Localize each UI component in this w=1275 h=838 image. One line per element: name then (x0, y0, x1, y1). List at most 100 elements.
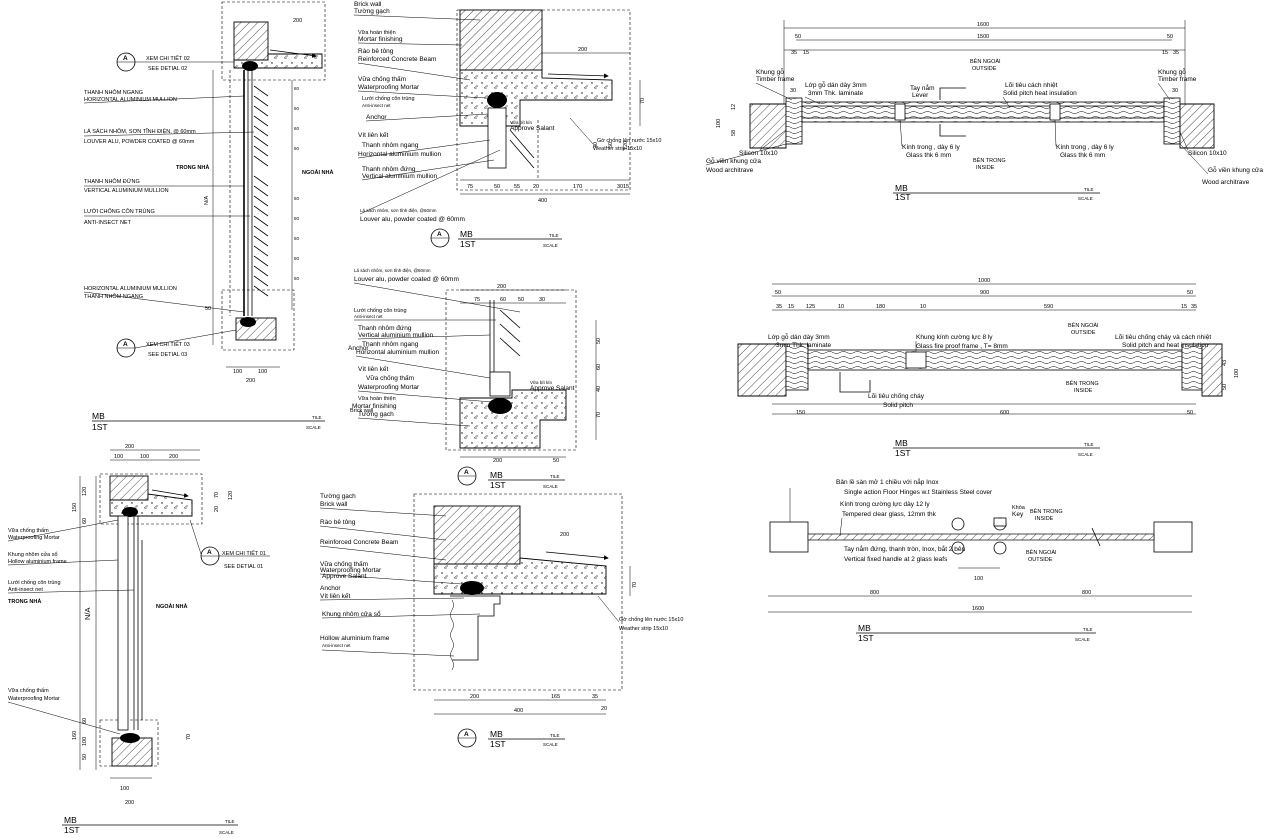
svg-text:35: 35 (776, 304, 782, 310)
plan-door-1000: 1000 50 900 50 35 15 125 10 180 10 590 1… (737, 278, 1240, 458)
svg-text:SCALE: SCALE (1078, 452, 1093, 457)
svg-text:TRONG NHÀ: TRONG NHÀ (8, 598, 41, 605)
svg-text:Bản lề sàn mở 1 chiều với nắp: Bản lề sàn mở 1 chiều với nắp Inox (836, 477, 939, 486)
svg-text:1600: 1600 (977, 22, 989, 28)
svg-text:Vữa bít kín: Vữa bít kín (530, 380, 553, 385)
svg-text:Approve Salant: Approve Salant (530, 385, 575, 392)
svg-text:Lõi tiêu chống cháy và cách nh: Lõi tiêu chống cháy và cách nhiệt (1115, 332, 1211, 341)
svg-text:Rào bê tông: Rào bê tông (320, 519, 356, 526)
svg-text:Lõi tiêu chống cháy: Lõi tiêu chống cháy (868, 391, 925, 400)
svg-text:Anti-insect net: Anti-insect net (354, 314, 383, 319)
plan-top-labels: BÊN NGOÀI OUTSIDE Khung gỗ Timber frame … (705, 57, 1263, 186)
svg-text:INSIDE: INSIDE (1035, 516, 1054, 522)
svg-text:150: 150 (72, 503, 78, 512)
svg-text:120: 120 (623, 141, 629, 150)
svg-text:A: A (207, 549, 212, 556)
svg-text:58: 58 (731, 130, 737, 136)
svg-text:SEE DETIAL 03: SEE DETIAL 03 (148, 352, 187, 358)
svg-text:Vữa hoàn thiện: Vữa hoàn thiện (358, 396, 396, 402)
svg-text:30: 30 (593, 142, 599, 148)
svg-text:Lưới chống côn trùng: Lưới chống côn trùng (354, 308, 407, 314)
title-block-plan-mid: MB 1ST TILE SCALE (893, 438, 1100, 458)
svg-text:Waterproofing Mortar: Waterproofing Mortar (358, 84, 420, 91)
callout-detail-01[interactable]: A XEM CHI TIẾT 01 SEE DETIAL 01 (189, 519, 270, 570)
svg-text:50: 50 (1187, 410, 1193, 416)
svg-text:20: 20 (214, 506, 220, 512)
title-block-plan-bot: MB 1ST TILE SCALE (856, 623, 1096, 643)
svg-text:TILE: TILE (1084, 442, 1094, 447)
plan-bot-labels: Bản lề sàn mở 1 chiều với nắp Inox Singl… (789, 477, 1063, 563)
svg-text:SEE DETIAL 02: SEE DETIAL 02 (148, 66, 187, 72)
svg-text:50: 50 (1222, 384, 1228, 390)
svg-text:Vertical fixed handle at 2 gla: Vertical fixed handle at 2 glass leafs (844, 556, 948, 563)
svg-text:OUTSIDE: OUTSIDE (972, 66, 997, 72)
svg-text:1ST: 1ST (92, 422, 108, 432)
svg-text:BÊN NGOÀI: BÊN NGOÀI (1026, 548, 1057, 556)
svg-text:Vertical aluminium mullion: Vertical aluminium mullion (358, 332, 434, 339)
svg-text:Khung kính cường lực 8 ly: Khung kính cường lực 8 ly (916, 334, 993, 341)
svg-text:3mm Thk. laminate: 3mm Thk. laminate (776, 342, 832, 349)
svg-text:1ST: 1ST (858, 633, 874, 643)
svg-text:Thanh nhôm ngang: Thanh nhôm ngang (362, 142, 419, 149)
svg-text:VERTICAL ALUMINIUM MULLION: VERTICAL ALUMINIUM MULLION (84, 188, 169, 194)
svg-text:60: 60 (294, 146, 300, 151)
svg-text:OUTSIDE: OUTSIDE (1071, 330, 1096, 336)
svg-text:BÊN TRONG: BÊN TRONG (1066, 379, 1099, 387)
svg-text:TILE: TILE (550, 733, 560, 738)
svg-text:Louver alu, powder coated @ 60: Louver alu, powder coated @ 60mm (354, 276, 459, 283)
svg-text:BÊN NGOÀI: BÊN NGOÀI (1068, 321, 1099, 329)
svg-text:1000: 1000 (978, 278, 990, 284)
svg-text:15: 15 (1181, 304, 1187, 310)
svg-text:400: 400 (538, 198, 547, 204)
elev-dim-na: N/A (204, 196, 210, 206)
detail-sill-louver: 200 75 60 50 30 50 60 40 70 200 50 Lá sá… (348, 268, 602, 490)
svg-text:SCALE: SCALE (543, 742, 558, 747)
svg-text:MB: MB (490, 470, 503, 480)
svg-text:HORIZONTAL ALUMINIUM MULLION: HORIZONTAL ALUMINIUM MULLION (84, 97, 177, 103)
svg-text:Waterproofing Mortar: Waterproofing Mortar (320, 567, 382, 574)
svg-text:160: 160 (72, 731, 78, 740)
svg-text:Timber frame: Timber frame (756, 76, 795, 83)
svg-text:A: A (123, 341, 128, 348)
svg-text:Tempered clear glass, 12mm thk: Tempered clear glass, 12mm thk (842, 511, 937, 518)
svg-text:Lever: Lever (912, 92, 929, 99)
detail-bot-labels: Tường gạch Brick wall Rào bê tông Reinfo… (319, 493, 683, 657)
svg-text:Vữa chống thấm: Vữa chống thấm (320, 559, 368, 568)
svg-text:200: 200 (125, 800, 134, 806)
svg-text:Lưới chống côn trùng: Lưới chống côn trùng (8, 580, 61, 586)
plan-top-dims: 1600 50 1500 50 35 15 15 35 100 58 12 30… (716, 22, 1179, 136)
svg-text:60: 60 (500, 297, 506, 303)
elev-labels: THANH NHÔM NGANG HORIZONTAL ALUMINIUM MU… (83, 89, 334, 313)
svg-text:100: 100 (716, 119, 722, 128)
svg-text:Gờ chống lên nước 15x10: Gờ chống lên nước 15x10 (597, 138, 661, 144)
svg-text:Glass fire proof frame , T= 8m: Glass fire proof frame , T= 8mm (916, 343, 1008, 350)
svg-text:Mortar finishing: Mortar finishing (358, 36, 403, 43)
svg-text:THANH NHÔM NGANG: THANH NHÔM NGANG (84, 293, 143, 300)
section-window: 200 100 100 200 100 200 150 120 60 70 20… (7, 444, 270, 835)
svg-text:1ST: 1ST (64, 825, 80, 835)
plan-mid-labels: Lớp gỗ dán dày 3mm 3mm Thk. laminate Khu… (768, 321, 1211, 409)
callout-detail-02[interactable]: A XEM CHI TIẾT 02 SEE DETIAL 02 (116, 52, 234, 72)
svg-text:200: 200 (169, 454, 178, 460)
svg-text:A: A (464, 469, 469, 476)
svg-text:Vữa chống thấm: Vữa chống thấm (8, 688, 49, 694)
svg-text:Key: Key (1012, 511, 1024, 518)
svg-text:TILE: TILE (225, 819, 235, 824)
svg-text:50: 50 (553, 458, 559, 464)
svg-text:Vít liên kết: Vít liên kết (358, 364, 389, 373)
svg-text:INSIDE: INSIDE (976, 165, 995, 171)
svg-text:TILE: TILE (549, 233, 559, 238)
svg-text:35: 35 (592, 694, 598, 700)
callout-detail-03[interactable]: A XEM CHI TIẾT 03 SEE DETIAL 03 (116, 329, 237, 358)
svg-text:60: 60 (294, 126, 300, 131)
svg-text:100: 100 (82, 737, 88, 746)
svg-text:55: 55 (514, 184, 520, 190)
svg-text:INSIDE: INSIDE (1074, 388, 1093, 394)
svg-text:30: 30 (790, 88, 796, 94)
section-left-labels: Vữa chống thấm Waterproofing Mortar Khun… (7, 519, 188, 735)
svg-text:TILE: TILE (312, 415, 322, 420)
svg-text:120: 120 (82, 487, 88, 496)
title-block-elevation: MB 1ST TILE SCALE (92, 411, 325, 432)
svg-text:ANTI-INSECT NET: ANTI-INSECT NET (84, 220, 132, 226)
svg-text:Solid pitch and heat insulatio: Solid pitch and heat insulation (1122, 342, 1209, 349)
